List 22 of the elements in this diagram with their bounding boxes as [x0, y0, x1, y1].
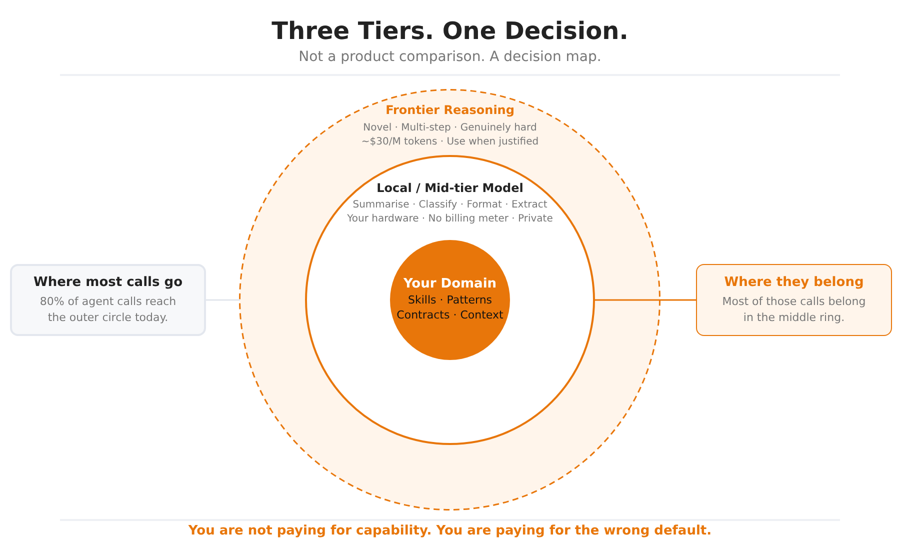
tier-description: Your hardware · No billing meter · Private: [347, 214, 553, 224]
tier-description: Summarise · Classify · Format · Extract: [352, 200, 548, 210]
callout-text: 80% of agent calls reach the outer circle today.: [38, 294, 178, 326]
core-description: Skills · Patterns: [408, 294, 492, 306]
callout-heading: Where they belong: [724, 274, 864, 290]
tier-description: ~$30/M tokens · Use when justified: [361, 136, 539, 148]
callout-box: [10, 264, 206, 336]
subtitle: Not a product comparison. A decision map.: [298, 49, 602, 65]
callout-text: Most of those calls belong in the middle ring.: [721, 294, 867, 326]
callout-heading: Where most calls go: [33, 274, 182, 290]
core-description: Contracts · Context: [396, 308, 504, 322]
title: Three Tiers. One Decision.: [272, 17, 628, 45]
core-circle: [390, 240, 510, 360]
tier-heading: Local / Mid-tier Model: [376, 181, 524, 195]
core-heading: Your Domain: [403, 276, 497, 292]
callout-box: [696, 264, 892, 336]
caption: You are not paying for capability. You are paying for the wrong default.: [188, 524, 712, 538]
connector-line: [594, 299, 696, 301]
middle-ring: [305, 155, 595, 445]
outer-ring: [239, 89, 661, 511]
tier-heading: Frontier Reasoning: [386, 103, 514, 117]
tier-description: Novel · Multi-step · Genuinely hard: [363, 122, 537, 134]
